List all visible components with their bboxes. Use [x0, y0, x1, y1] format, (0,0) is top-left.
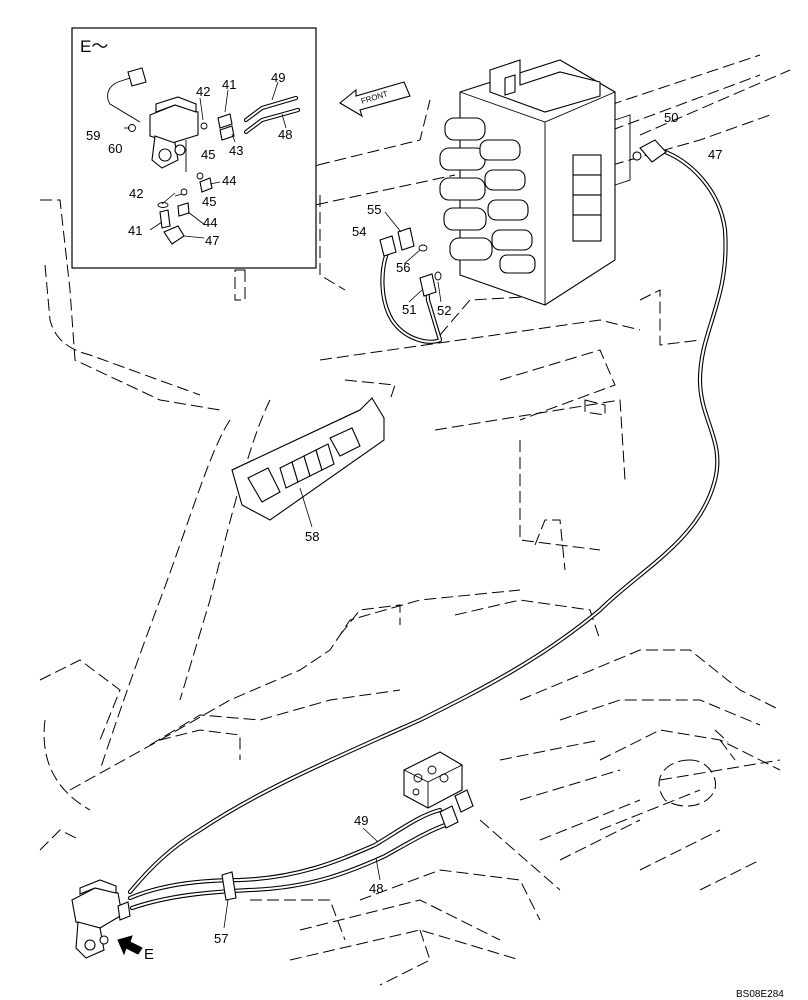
fitting-51	[419, 273, 437, 297]
label-56: 56	[396, 260, 410, 275]
inset-label-44b: 44	[203, 215, 217, 230]
fitting-50	[639, 139, 667, 163]
inset-label-49: 49	[271, 70, 285, 85]
inset-label-41b: 41	[128, 223, 142, 238]
inset-title: E～	[80, 37, 108, 56]
detail-inset: E～	[71, 27, 317, 269]
hoses-49-48	[127, 751, 474, 929]
inset-label-59: 59	[86, 128, 100, 143]
inset-label-42b: 42	[129, 186, 143, 201]
label-55: 55	[367, 202, 381, 217]
label-50: 50	[664, 110, 678, 125]
inset-label-47: 47	[205, 233, 219, 248]
o-ring-42-upper	[200, 122, 208, 130]
clamp-57	[221, 871, 237, 901]
label-47: 47	[708, 147, 722, 162]
drawing-code: BS08E284	[736, 989, 784, 1000]
callout-labels: 50 47 55 54 56 51 52 58 49 48 57 E BS08E…	[144, 110, 784, 1000]
inset-label-48: 48	[278, 127, 292, 142]
label-57: 57	[214, 931, 228, 946]
view-marker-e: E	[144, 946, 154, 963]
fitting-55	[397, 227, 415, 251]
o-ring-52	[434, 271, 442, 281]
label-48: 48	[369, 881, 383, 896]
label-58: 58	[305, 529, 319, 544]
inset-label-45b: 45	[202, 194, 216, 209]
inset-label-41a: 41	[222, 77, 236, 92]
inset-label-60: 60	[108, 141, 122, 156]
hose-47	[127, 139, 728, 895]
switch-panel	[231, 397, 385, 528]
inset-label-44a: 44	[222, 173, 236, 188]
control-valve	[439, 59, 631, 306]
front-direction-arrow: FRONT	[339, 81, 411, 118]
frame-outline	[39, 54, 791, 986]
inset-label-43: 43	[229, 143, 243, 158]
inset-label-45a: 45	[201, 147, 215, 162]
label-51: 51	[402, 302, 416, 317]
o-ring-56	[418, 244, 428, 252]
label-54: 54	[352, 224, 366, 239]
pressure-switch-e	[71, 879, 143, 959]
hose-54-assembly	[379, 211, 443, 344]
label-49: 49	[354, 813, 368, 828]
view-arrow-e	[117, 935, 143, 956]
label-52: 52	[437, 303, 451, 318]
inset-label-42a: 42	[196, 84, 210, 99]
